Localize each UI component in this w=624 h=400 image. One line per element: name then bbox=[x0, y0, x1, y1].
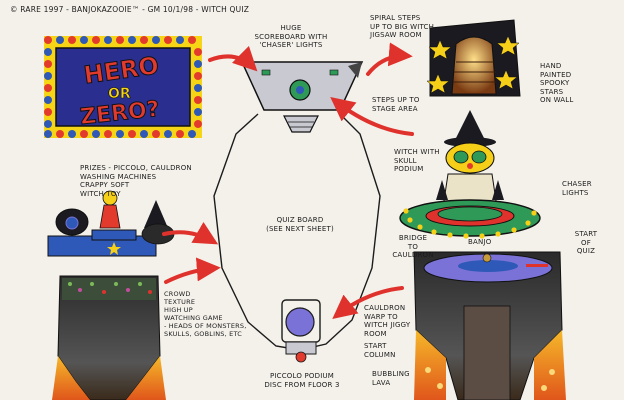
annotation-witch-skull-podium: WITCH WITH SKULL PODIUM bbox=[394, 148, 440, 173]
cavern-cross-section-drawing bbox=[413, 251, 566, 400]
logo-border-dots bbox=[44, 36, 202, 138]
annotation-quiz-board: QUIZ BOARD (SEE NEXT SHEET) bbox=[266, 216, 334, 233]
pointer-arrows bbox=[162, 42, 414, 319]
sheet-header: © RARE 1997 - BANJOKAZOOIE™ - GM 10/1/98… bbox=[10, 5, 250, 14]
annotation-start-column: START COLUMN bbox=[364, 342, 396, 359]
annotation-steps-up: STEPS UP TO STAGE AREA bbox=[372, 96, 420, 113]
logo-inner-panel bbox=[55, 47, 191, 127]
crowd-texture-drawing bbox=[52, 275, 166, 400]
arrow-cavern-to-podium bbox=[332, 286, 404, 319]
annotation-banjo: BANJO bbox=[468, 238, 492, 246]
annotation-chaser-lights: CHASER LIGHTS bbox=[562, 180, 592, 197]
annotation-prizes: PRIZES - PICCOLO, CAULDRON WASHING MACHI… bbox=[80, 164, 192, 198]
arrow-prizes-to-floor bbox=[162, 221, 219, 245]
annotation-crowd-texture: CROWD TEXTURE HIGH UP WATCHING GAME - HE… bbox=[164, 290, 247, 338]
annotation-scoreboard: HUGE SCOREBOARD WITH 'CHASER' LIGHTS bbox=[254, 24, 328, 49]
annotation-hand-painted-stars: HAND PAINTED SPOOKY STARS ON WALL bbox=[540, 62, 574, 104]
annotation-bridge-to-cauldron: BRIDGE TO CAULDRON bbox=[392, 234, 434, 259]
spiral-steps-drawing bbox=[426, 19, 521, 97]
arrow-logo-to-scoreboard bbox=[208, 45, 258, 72]
annotation-piccolo-podium: PICCOLO PODIUM DISC FROM FLOOR 3 bbox=[264, 372, 340, 389]
arrow-witch-to-scoreboard bbox=[330, 97, 414, 136]
prizes-drawing bbox=[47, 190, 175, 257]
arrow-scoreboard-to-steps bbox=[366, 42, 413, 76]
logo-word-or: OR bbox=[108, 86, 131, 102]
annotation-start-of-quiz: START OF QUIZ bbox=[574, 230, 598, 255]
arrow-crowd-to-floor bbox=[164, 257, 221, 284]
annotation-bubbling-lava: BUBBLING LAVA bbox=[372, 370, 410, 387]
scoreboard-drawing bbox=[240, 61, 364, 133]
piccolo-podium-drawing bbox=[281, 299, 321, 363]
hero-or-zero-logo-panel: HERO OR ZERO? bbox=[44, 36, 202, 138]
annotation-spiral-steps: SPIRAL STEPS UP TO BIG WITCH JIGSAW ROOM bbox=[370, 14, 435, 39]
stage-drawing bbox=[399, 199, 541, 239]
annotation-cauldron-warp: CAULDRON WARP TO WITCH JIGGY ROOM bbox=[364, 304, 411, 338]
